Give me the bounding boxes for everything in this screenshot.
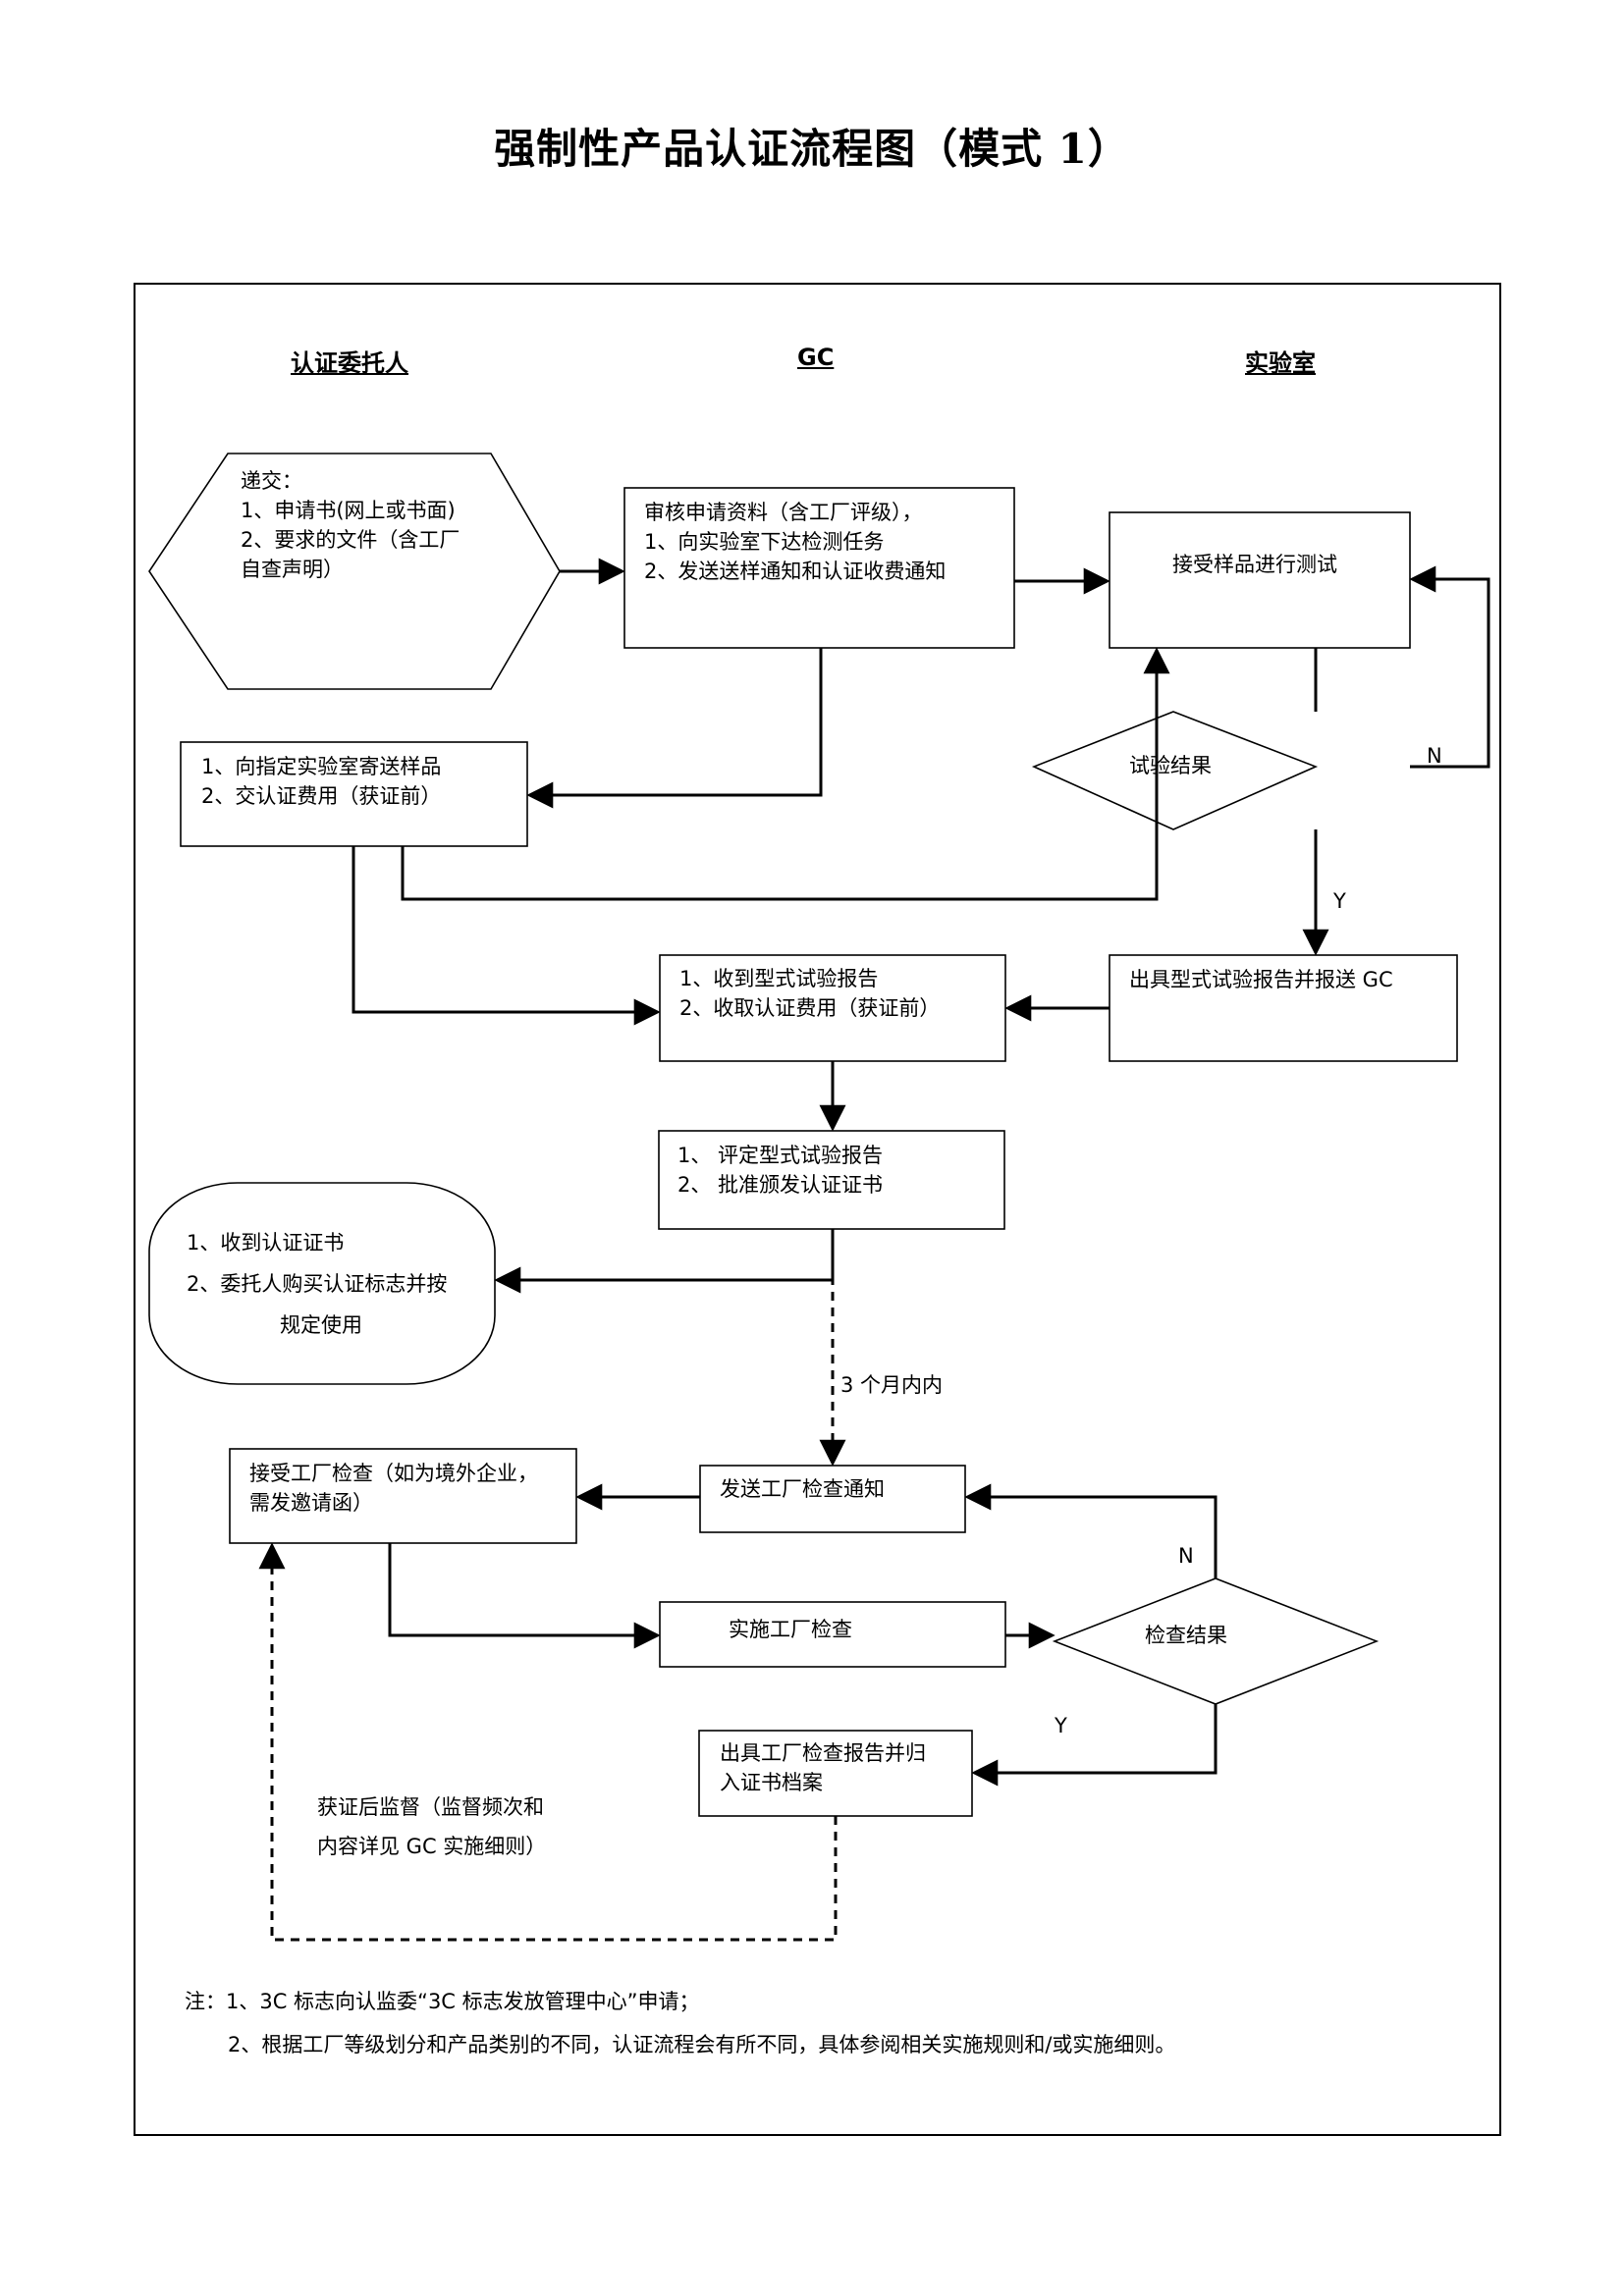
test-result-y-label: Y [1333, 889, 1346, 913]
perform-inspection-text: 实施工厂检查 [729, 1618, 852, 1641]
lane-applicant: 认证委托人 [291, 349, 408, 377]
inspection-result-n-label: N [1178, 1544, 1194, 1568]
inspection-report-text: 出具工厂检查报告并归 入证书档案 [720, 1741, 926, 1794]
review-text: 审核申请资料（含工厂评级）， 1、向实验室下达检测任务 2、发送送样通知和认证收… [644, 501, 947, 583]
receive-report-box [659, 954, 1006, 1062]
submit-hexagon [148, 453, 561, 690]
lane-gc: GC [797, 344, 835, 371]
send-sample-text: 1、向指定实验室寄送样品 2、交认证费用（获证前） [201, 755, 442, 808]
test-text: 接受样品进行测试 [1172, 553, 1337, 576]
test-result-diamond [1031, 711, 1319, 830]
three-months-label: 3 个月内内 [840, 1373, 944, 1397]
send-notice-box [699, 1465, 966, 1533]
send-notice-text: 发送工厂检查通知 [720, 1477, 885, 1501]
note-line-2: 2、根据工厂等级划分和产品类别的不同，认证流程会有所不同，具体参阅相关实施规则和… [228, 2033, 1176, 2056]
diagram-frame [134, 283, 1501, 2136]
page-title: 强制性产品认证流程图（模式 1） [494, 125, 1130, 173]
issue-report-box [1109, 954, 1458, 1062]
accept-inspection-text: 接受工厂检查（如为境外企业， 需发邀请函） [249, 1462, 538, 1515]
test-box [1109, 511, 1411, 649]
note-line-1: 注：1、3C 标志向认监委“3C 标志发放管理中心”申请； [185, 1990, 700, 2013]
perform-inspection-box [659, 1601, 1006, 1668]
approve-text: 1、 评定型式试验报告 2、 批准颁发认证证书 [677, 1144, 884, 1197]
test-result-n-label: N [1427, 744, 1442, 768]
receive-cert-text: 1、收到认证证书 2、委托人购买认证标志并按 规定使用 [187, 1231, 448, 1337]
test-result-label: 试验结果 [1129, 754, 1212, 777]
approve-box [658, 1130, 1005, 1230]
review-box [623, 487, 1015, 649]
issue-report-text: 出具型式试验报告并报送 GC [1129, 968, 1393, 991]
supervision-label: 获证后监督（监督频次和 内容详见 GC 实施细则） [317, 1795, 547, 1858]
inspection-result-label: 检查结果 [1145, 1624, 1227, 1647]
lane-lab: 实验室 [1245, 349, 1316, 377]
inspection-report-box [698, 1730, 973, 1817]
inspection-result-y-label: Y [1055, 1714, 1067, 1737]
submit-text: 递交： 1、申请书(网上或书面) 2、要求的文件（含工厂 自查声明） [241, 469, 460, 581]
receive-report-text: 1、收到型式试验报告 2、收取认证费用（获证前） [679, 967, 941, 1020]
